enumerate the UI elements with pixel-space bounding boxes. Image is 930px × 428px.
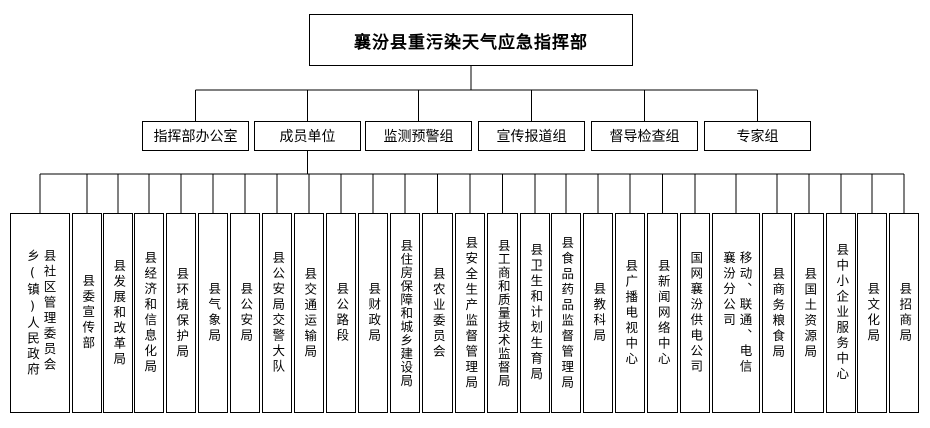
unit-label: 县国土资源局 xyxy=(802,266,818,360)
unit-node: 县中小企业服务中心 xyxy=(826,213,856,413)
unit-node: 县交通运输局 xyxy=(294,213,324,413)
unit-node: 县商务粮食局 xyxy=(762,213,792,413)
unit-node: 县社区管理委员会乡(镇)人民政府 xyxy=(10,213,70,413)
unit-label: 县公安局交警大队 xyxy=(270,251,286,375)
unit-label: 县住房保障和城乡建设局 xyxy=(398,238,414,388)
unit-label: 襄汾分公司 xyxy=(721,251,736,329)
unit-node: 移动、联通、电信襄汾分公司 xyxy=(712,213,760,413)
unit-node: 县国土资源局 xyxy=(794,213,824,413)
unit-node: 县经济和信息化局 xyxy=(134,213,164,413)
unit-label: 县招商局 xyxy=(897,282,913,344)
group-node: 专家组 xyxy=(704,121,811,151)
unit-label: 国网襄汾供电公司 xyxy=(688,251,704,375)
group-node: 督导检查组 xyxy=(591,121,698,151)
unit-node: 县气象局 xyxy=(198,213,228,413)
unit-node: 县广播电视中心 xyxy=(615,213,645,413)
unit-label: 县气象局 xyxy=(206,282,222,344)
unit-node: 县招商局 xyxy=(889,213,919,413)
unit-label: 县委宣传部 xyxy=(80,274,96,352)
unit-node: 县公路段 xyxy=(326,213,356,413)
unit-label: 县公路段 xyxy=(334,282,350,344)
unit-node: 县发展和改革局 xyxy=(103,213,133,413)
unit-label: 县交通运输局 xyxy=(302,266,318,360)
group-label: 督导检查组 xyxy=(609,129,680,145)
group-node: 监测预警组 xyxy=(365,121,472,151)
unit-node: 县教科局 xyxy=(583,213,613,413)
unit-node: 县公安局交警大队 xyxy=(262,213,292,413)
unit-label: 县新闻网络中心 xyxy=(655,258,671,368)
unit-node: 县财政局 xyxy=(358,213,388,413)
group-label: 专家组 xyxy=(736,129,779,145)
unit-node: 县食品药品监督管理局 xyxy=(551,213,581,413)
unit-label: 县环境保护局 xyxy=(174,266,190,360)
unit-label: 县教科局 xyxy=(591,282,607,344)
unit-label: 县发展和改革局 xyxy=(111,258,127,368)
unit-node: 县卫生和计划生育局 xyxy=(520,213,550,413)
unit-label: 县公安局 xyxy=(238,282,254,344)
unit-label: 移动、联通、电信 xyxy=(737,251,753,375)
group-label: 宣传报道组 xyxy=(496,129,567,145)
unit-label: 县经济和信息化局 xyxy=(142,251,158,375)
unit-node: 县文化局 xyxy=(857,213,887,413)
unit-label: 县商务粮食局 xyxy=(770,266,786,360)
group-label: 指挥部办公室 xyxy=(153,129,238,145)
unit-node: 县工商和质量技术监督局 xyxy=(487,213,518,413)
unit-node: 县委宣传部 xyxy=(72,213,102,413)
unit-node: 县安全生产监督管理局 xyxy=(455,213,485,413)
unit-node: 国网襄汾供电公司 xyxy=(680,213,710,413)
unit-label: 县广播电视中心 xyxy=(623,258,639,368)
group-node: 成员单位 xyxy=(254,121,361,151)
unit-label: 乡(镇)人民政府 xyxy=(25,248,40,378)
unit-node: 县农业委员会 xyxy=(422,213,453,413)
group-label: 成员单位 xyxy=(279,129,336,145)
unit-label: 县社区管理委员会 xyxy=(41,248,57,373)
unit-label: 县卫生和计划生育局 xyxy=(528,243,544,383)
unit-label: 县中小企业服务中心 xyxy=(834,243,850,383)
unit-label: 县安全生产监督管理局 xyxy=(463,235,479,391)
group-node: 指挥部办公室 xyxy=(142,121,249,151)
unit-node: 县新闻网络中心 xyxy=(647,213,678,413)
unit-label: 县农业委员会 xyxy=(430,266,446,360)
group-node: 宣传报道组 xyxy=(478,121,585,151)
unit-node: 县公安局 xyxy=(230,213,260,413)
unit-label: 县食品药品监督管理局 xyxy=(559,235,575,391)
unit-label: 县文化局 xyxy=(865,282,881,344)
unit-node: 县环境保护局 xyxy=(166,213,196,413)
unit-label: 县工商和质量技术监督局 xyxy=(495,238,511,388)
group-label: 监测预警组 xyxy=(383,129,454,145)
unit-node: 县住房保障和城乡建设局 xyxy=(390,213,420,413)
unit-label: 县财政局 xyxy=(366,282,382,344)
root-node: 襄汾县重污染天气应急指挥部 xyxy=(309,14,633,66)
chart-title: 襄汾县重污染天气应急指挥部 xyxy=(354,32,588,53)
